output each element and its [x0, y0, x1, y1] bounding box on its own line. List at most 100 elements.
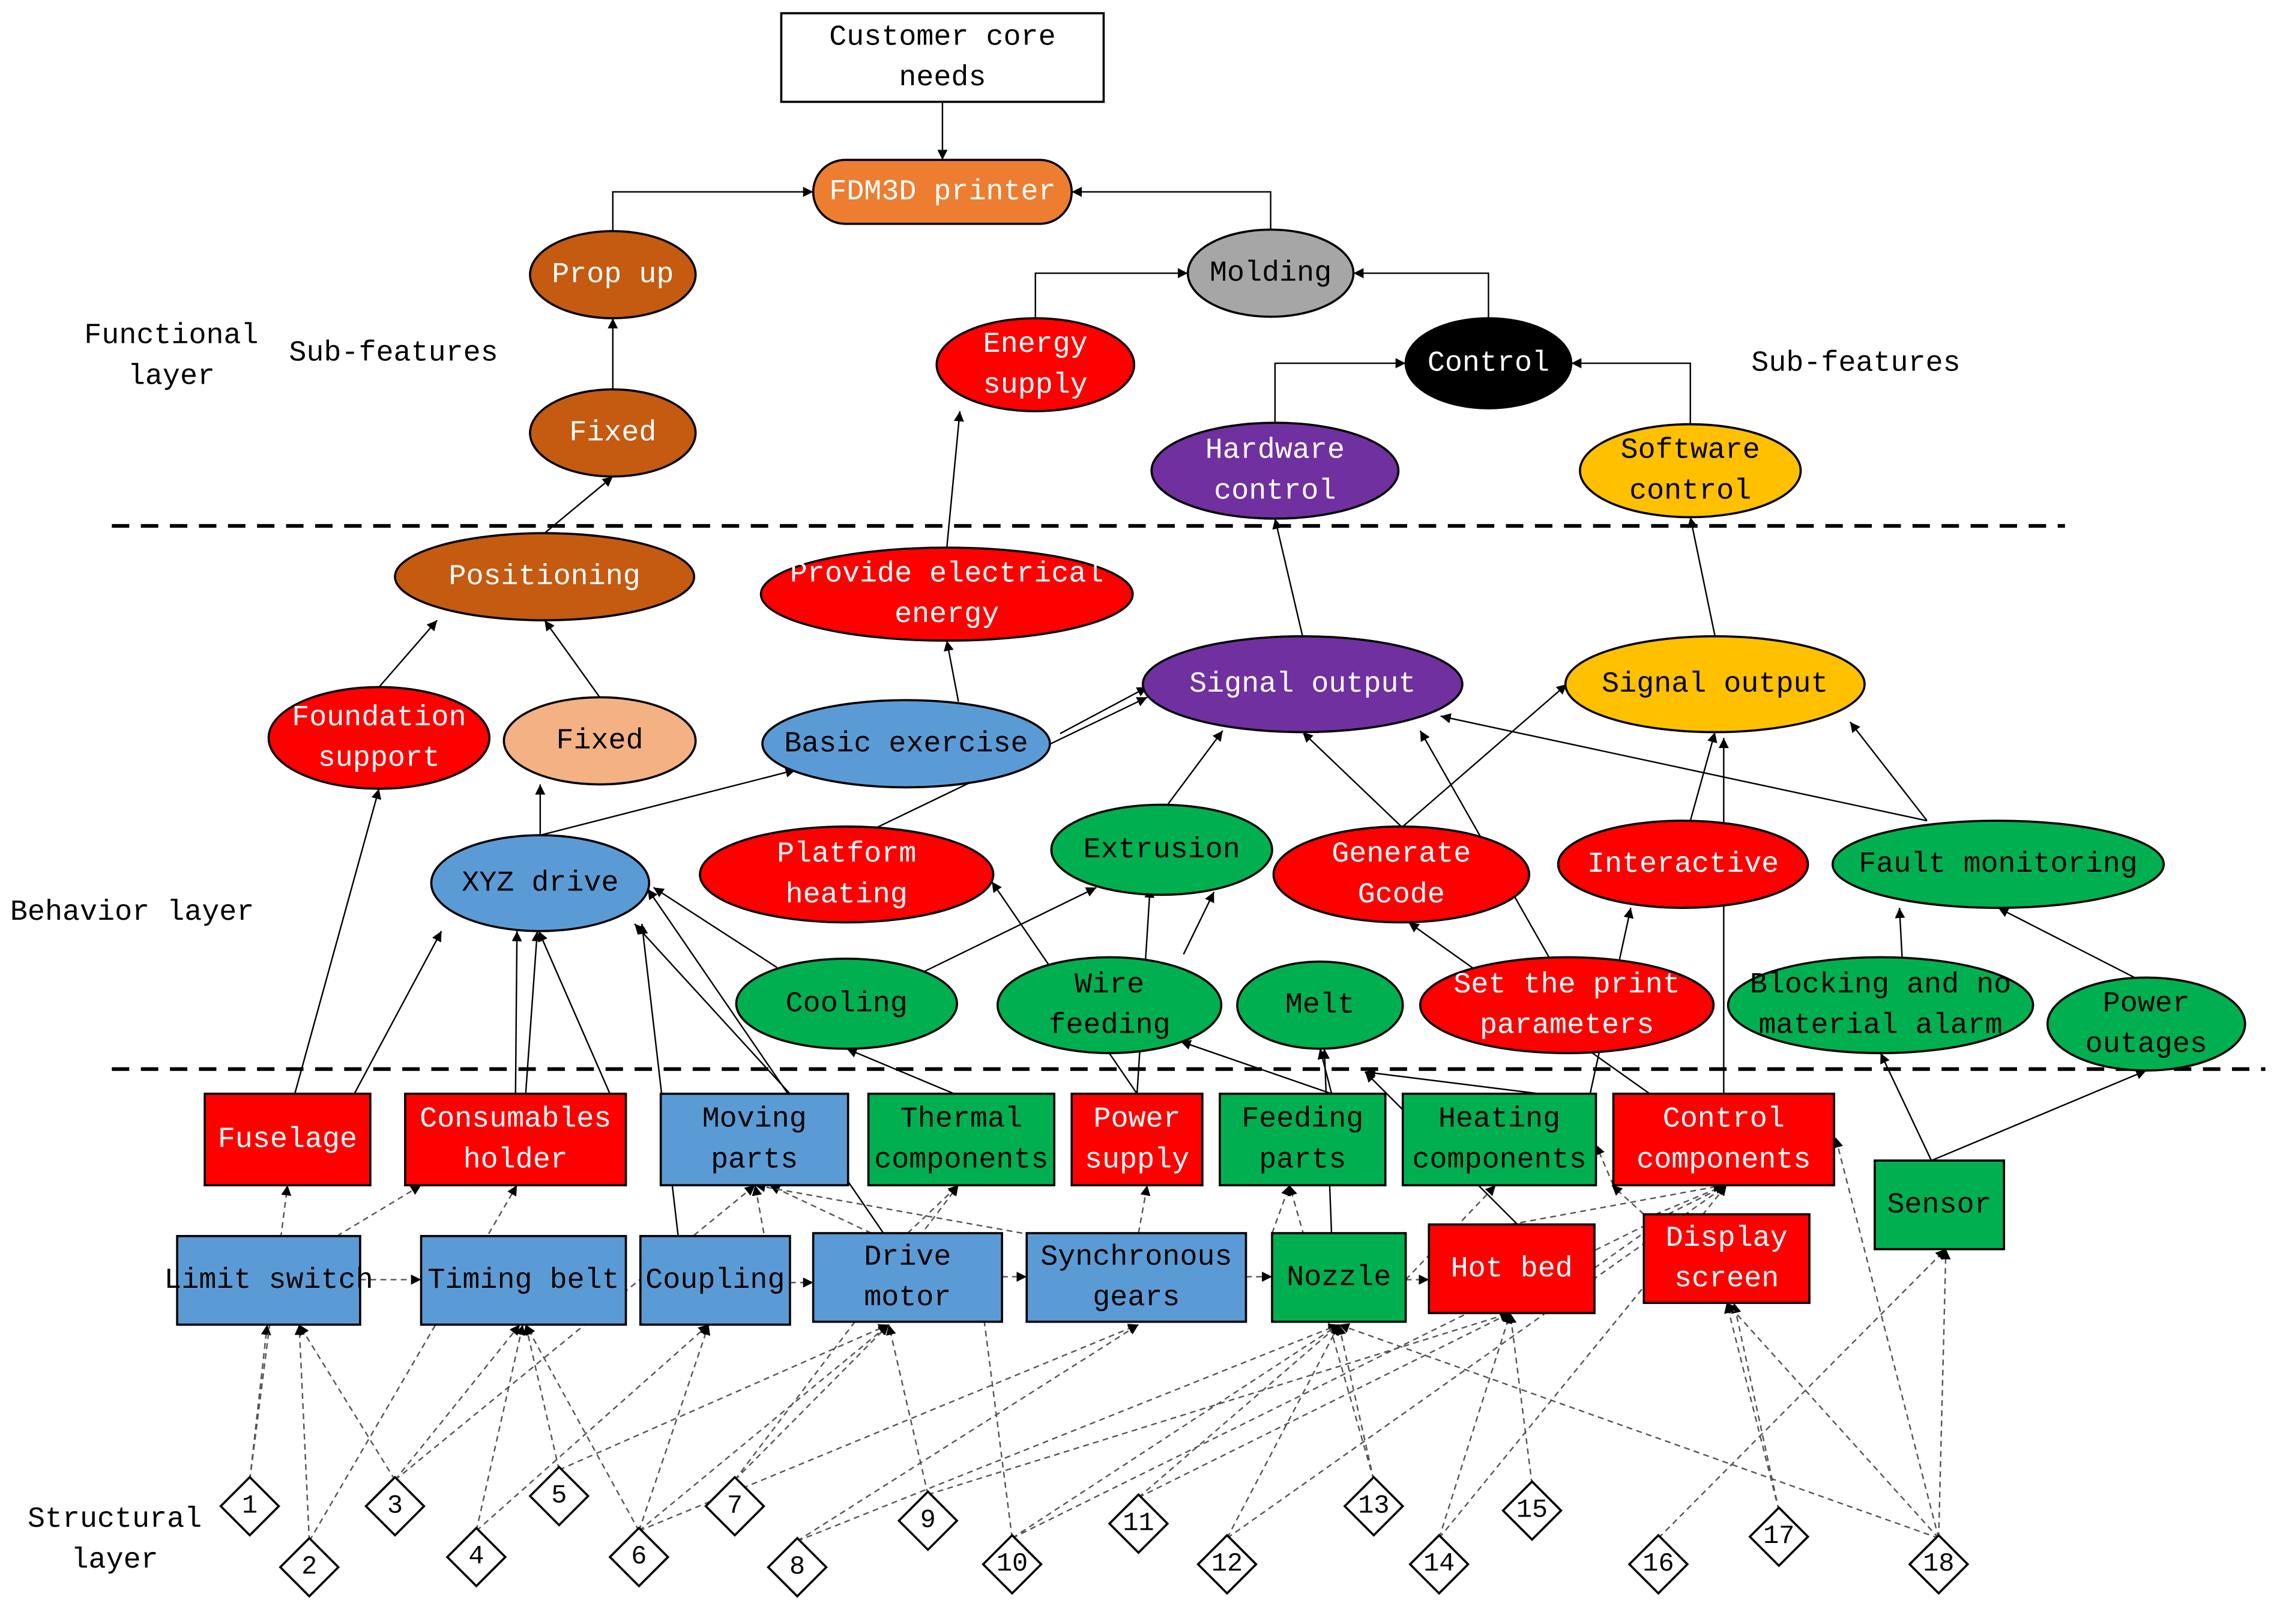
node-label-line-2: motor — [864, 1281, 951, 1314]
node-label-line-1: Heating — [1438, 1103, 1560, 1136]
node-label-line-2: parts — [1259, 1143, 1346, 1176]
node-label-line-1: Thermal — [900, 1103, 1022, 1136]
edge-solid-19 — [294, 788, 382, 1094]
node-label-line-2: energy — [894, 598, 999, 631]
node-label: Molding — [1210, 257, 1332, 290]
node-label-line-1: Blocking and no — [1750, 968, 2011, 1001]
diamond-label: 5 — [551, 1481, 567, 1511]
diamond-18: 18 — [1908, 1533, 1970, 1595]
edge-dashed-26 — [1138, 1312, 1511, 1499]
node-shape — [1579, 423, 1802, 519]
node-shape — [699, 825, 995, 924]
node-shape — [176, 1235, 361, 1326]
diamond-shape — [1501, 1480, 1563, 1541]
node-label-line-1: Power — [2103, 987, 2190, 1020]
diamond-17: 17 — [1748, 1506, 1810, 1568]
edge-solid-44 — [1365, 1068, 1540, 1094]
diamond-shape — [528, 1465, 590, 1527]
node-label: Coupling — [645, 1264, 785, 1297]
node-label-line-2: gears — [1093, 1281, 1180, 1314]
edge-dashed-2 — [249, 1185, 292, 1481]
node-shape — [1070, 1092, 1204, 1186]
edge-solid-10 — [540, 767, 796, 836]
edge-solid-17 — [1440, 713, 1928, 822]
node-label: Cooling — [786, 987, 908, 1020]
node-label-line-2: components — [1412, 1143, 1586, 1176]
node-shape — [997, 956, 1223, 1054]
edge-solid-27 — [653, 887, 777, 968]
node-shape — [812, 158, 1073, 225]
node-shape — [1564, 635, 1866, 734]
edge-dashed-12 — [525, 1324, 640, 1532]
node-shape — [204, 1092, 372, 1186]
node-label-line-2: Gcode — [1358, 878, 1445, 911]
edge-solid-22 — [511, 931, 522, 1094]
node-shape — [1428, 1223, 1596, 1314]
edge-solid-41 — [1931, 1069, 2147, 1162]
diamond-shape — [1408, 1533, 1470, 1595]
node-shape — [1874, 1159, 2006, 1251]
node-shape — [394, 532, 696, 622]
node-heating-components: Heating components — [1401, 1092, 1597, 1186]
node-fixed-top: Fixed — [529, 388, 697, 478]
node-fuselage: Fuselage — [204, 1092, 372, 1186]
node-molding: Molding — [1186, 228, 1355, 318]
edge-dashed-33 — [1506, 1312, 1533, 1485]
edge-propup-to-printer — [612, 187, 813, 231]
edge-internal-8 — [336, 1185, 422, 1237]
node-nozzle: Nozzle — [1271, 1232, 1407, 1323]
diamond-label: 17 — [1763, 1522, 1794, 1551]
edge-dashed-8 — [475, 1324, 526, 1532]
edge-dashed-23 — [1012, 1324, 1339, 1539]
edge-solid-42 — [1895, 908, 1905, 962]
node-control: Control — [1404, 317, 1573, 409]
structural-layer-label-line-1: Structural — [28, 1503, 202, 1536]
edge-hardware-to-control — [1274, 358, 1406, 423]
node-label-line-2: control — [1629, 474, 1751, 507]
diamond-shape — [982, 1533, 1043, 1595]
node-label: Limit switch — [164, 1264, 373, 1297]
diamond-label: 8 — [789, 1553, 805, 1582]
edge-control-to-molding — [1353, 268, 1489, 319]
node-label: Fixed — [569, 417, 656, 450]
node-label: Fuselage — [218, 1123, 357, 1156]
node-label-line-1: Display — [1666, 1222, 1788, 1255]
node-label-line-1: Foundation — [292, 701, 466, 734]
edge-internal-15 — [1655, 1184, 1726, 1215]
diamond-shape — [608, 1526, 670, 1588]
diamond-shape — [897, 1490, 959, 1551]
edge-internal-9 — [752, 1185, 765, 1234]
node-sensor: Sensor — [1874, 1159, 2006, 1251]
edge-solid-40 — [1880, 1052, 1932, 1161]
diamond-shape — [1108, 1493, 1169, 1554]
node-shape — [1050, 803, 1273, 896]
node-label-line-2: support — [318, 741, 440, 774]
node-shape — [812, 1232, 1003, 1323]
node-label: Hot bed — [1451, 1252, 1573, 1285]
edge-solid-29 — [846, 1048, 955, 1094]
node-label: Signal output — [1189, 668, 1416, 701]
node-label: Nozzle — [1286, 1261, 1391, 1294]
diamond-shape — [1627, 1533, 1689, 1595]
node-shape — [1219, 1092, 1387, 1186]
node-shape — [404, 1092, 627, 1186]
diamond-label: 2 — [301, 1553, 317, 1582]
edge-dashed-3 — [294, 1324, 310, 1541]
edge-solid-12 — [1166, 730, 1223, 806]
node-shape — [502, 696, 697, 786]
diamond-13: 13 — [1343, 1475, 1405, 1537]
edge-dashed-17 — [734, 1185, 959, 1481]
node-label: Extrusion — [1084, 833, 1240, 866]
diamond-3: 3 — [364, 1475, 426, 1537]
node-label-line-2: feeding — [1049, 1009, 1171, 1042]
edge-dashed-40 — [1726, 1302, 1940, 1539]
node-label-line-1: Software — [1621, 434, 1760, 467]
layer-separators — [112, 524, 2266, 1071]
node-label-line-1: Hardware — [1205, 434, 1345, 467]
